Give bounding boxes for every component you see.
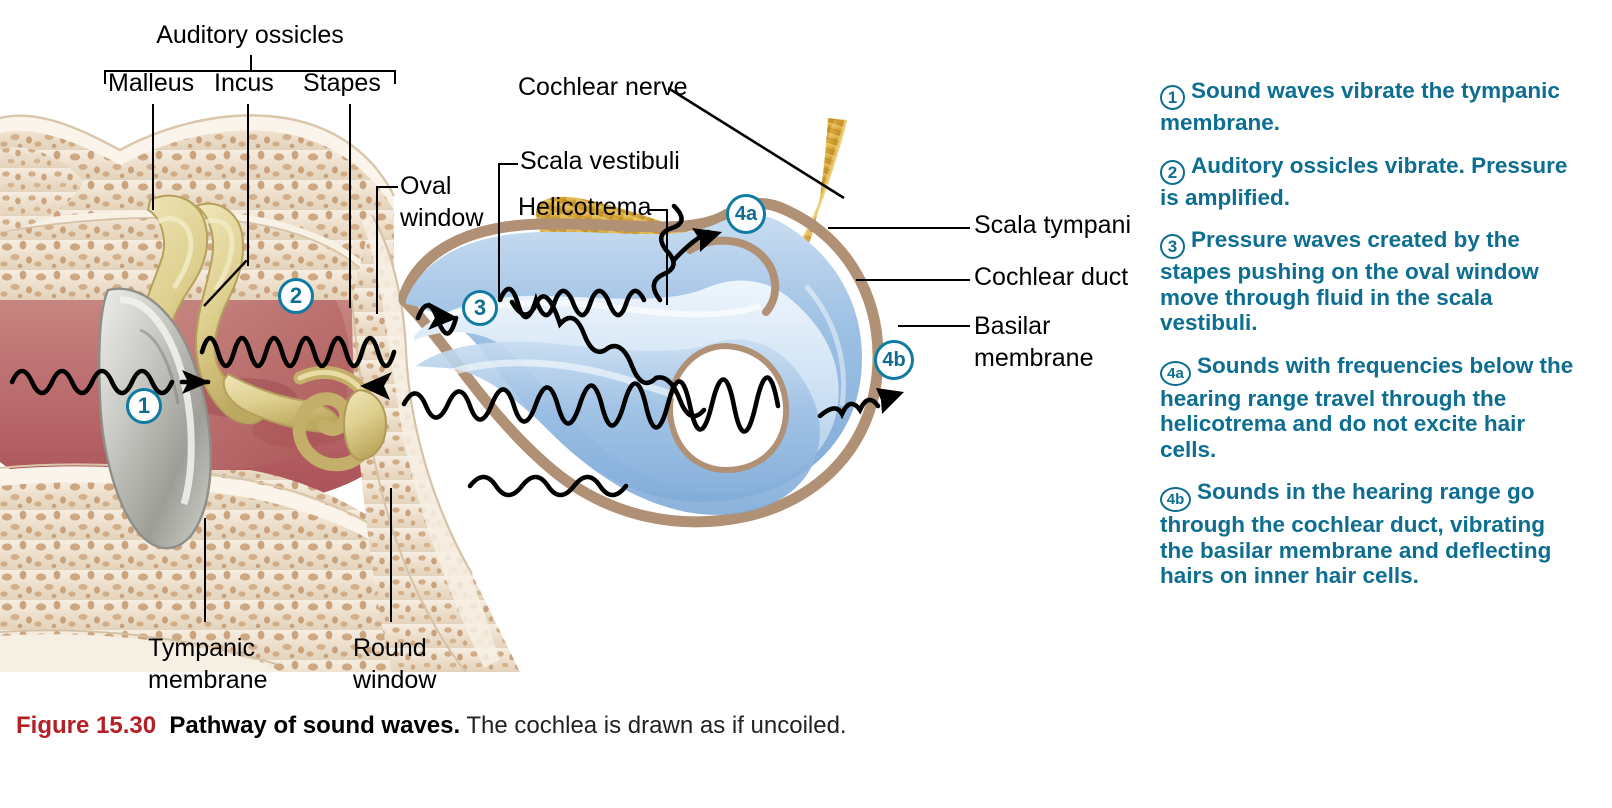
ossicles-bracket-left xyxy=(104,70,106,84)
ossicles-bracket-right xyxy=(394,70,396,84)
figure-title xyxy=(156,712,169,739)
label-stapes: Stapes xyxy=(303,69,381,97)
incus-leader-diagonal xyxy=(203,260,248,307)
ear-anatomy-illustration xyxy=(0,114,904,673)
step-marker-3: 3 xyxy=(462,290,498,326)
incus-leader-upper xyxy=(247,104,249,266)
oval-window-leader-v xyxy=(376,186,378,314)
label-basilar-membrane-text: Basilar membrane xyxy=(974,312,1094,372)
helicotrema-leader-v xyxy=(666,209,668,305)
ossicles-bracket-top xyxy=(104,70,396,72)
step-marker-4a: 4a xyxy=(726,194,766,234)
label-auditory-ossicles: Auditory ossicles xyxy=(156,21,344,49)
cochlea-art xyxy=(398,197,884,528)
legend-text-3: Pressure waves created by the stapes pus… xyxy=(1160,227,1539,335)
oval-window-leader-h xyxy=(376,186,398,188)
cochlear-nerve-leader xyxy=(668,86,845,200)
figure-caption: Figure 15.30 Pathway of sound waves. The… xyxy=(16,710,916,741)
label-oval-window: Oval window xyxy=(400,170,483,234)
legend-text-4b: Sounds in the hearing range go through t… xyxy=(1160,479,1552,588)
step-marker-4b: 4b xyxy=(874,340,914,380)
label-incus: Incus xyxy=(214,69,274,97)
legend-text-4a: Sounds with frequencies below the hearin… xyxy=(1160,352,1574,462)
tympanic-membrane-leader xyxy=(204,518,206,622)
figure-caption-rest: The cochlea is drawn as if uncoiled. xyxy=(460,712,847,739)
round-window-leader xyxy=(390,488,392,622)
stapes-footplate xyxy=(342,388,388,462)
label-oval-window-text: Oval window xyxy=(400,172,484,232)
sound-wave-paths xyxy=(9,203,881,498)
scala-tympani-leader xyxy=(828,227,970,229)
label-round-window-text: Round window xyxy=(353,634,437,694)
legend-badge-2: 2 xyxy=(1160,159,1185,185)
wave-arrowheads xyxy=(182,228,904,414)
figure-number: Figure 15.30 xyxy=(16,712,157,739)
label-cochlear-nerve: Cochlear nerve xyxy=(518,73,688,101)
cochlear-duct-leader xyxy=(856,279,970,281)
step-marker-1: 1 xyxy=(126,388,162,424)
scala-vestibuli-leader-v xyxy=(498,163,500,301)
label-scala-vestibuli: Scala vestibuli xyxy=(520,147,680,175)
step-marker-2: 2 xyxy=(278,278,314,314)
malleus-leader xyxy=(152,104,154,210)
legend-text-1: Sound waves vibrate the tympanic membran… xyxy=(1160,78,1560,135)
basilar-membrane-leader xyxy=(898,325,970,327)
figure-title-text: Pathway of sound waves. xyxy=(169,712,461,739)
ossicles-bracket-stem xyxy=(250,55,252,71)
helicotrema-leader-h xyxy=(648,209,668,211)
label-round-window: Round window xyxy=(353,632,436,696)
legend-badge-3: 3 xyxy=(1160,234,1185,259)
label-helicotrema: Helicotrema xyxy=(518,193,652,221)
legend-badge-1: 1 xyxy=(1160,85,1185,110)
stapes-leader xyxy=(349,104,351,308)
label-basilar-membrane: Basilar membrane xyxy=(974,310,1094,374)
legend-text-2: Auditory ossicles vibrate. Pressure is a… xyxy=(1160,152,1568,210)
legend-badge-4b: 4b xyxy=(1160,487,1191,512)
label-tympanic-membrane-text: Tympanic membrane xyxy=(148,634,268,694)
scala-vestibuli-leader-h xyxy=(498,163,518,165)
label-tympanic-membrane: Tympanic membrane xyxy=(148,632,268,696)
label-cochlear-duct: Cochlear duct xyxy=(974,263,1129,291)
legend-badge-4a: 4a xyxy=(1160,360,1191,386)
label-malleus: Malleus xyxy=(108,69,195,97)
label-scala-tympani: Scala tympani xyxy=(974,211,1132,239)
